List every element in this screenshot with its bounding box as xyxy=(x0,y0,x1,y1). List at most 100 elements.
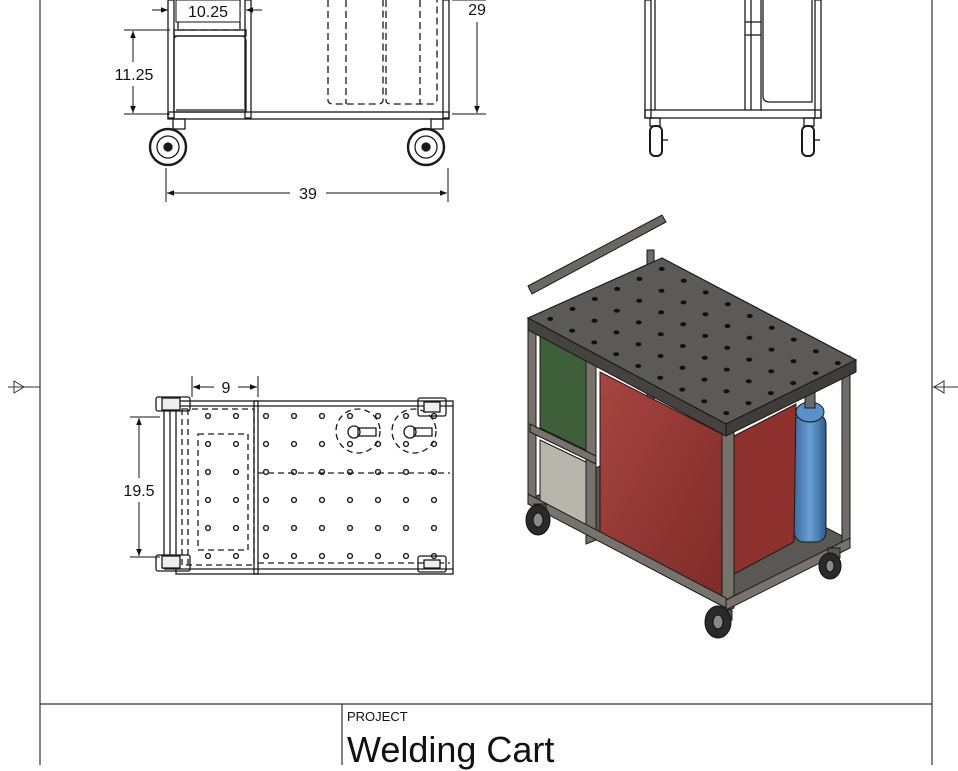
top-view-hole xyxy=(346,552,354,560)
top-view-hole xyxy=(430,440,438,448)
table-top-hole xyxy=(613,308,620,313)
table-top-hole xyxy=(812,349,819,354)
top-view-hole xyxy=(430,496,438,504)
table-top-hole xyxy=(680,278,687,283)
project-title: Welding Cart xyxy=(347,729,555,770)
top-view-hole xyxy=(290,468,298,476)
table-top-hole xyxy=(746,335,753,340)
top-view-hole xyxy=(204,552,212,560)
table-top-hole xyxy=(658,288,665,293)
top-view-hole xyxy=(318,524,326,532)
table-top-hole xyxy=(723,389,730,394)
top-view-hole xyxy=(290,496,298,504)
top-view-hole xyxy=(232,496,240,504)
top-view-hole xyxy=(318,552,326,560)
table-top-hole xyxy=(701,399,708,404)
front-view-dimensions xyxy=(124,0,486,202)
table-top-hole xyxy=(701,355,708,360)
table-top-hole xyxy=(657,354,664,358)
top-view-hole xyxy=(346,468,354,476)
top-view-hole xyxy=(402,524,410,532)
table-top-hole xyxy=(724,345,731,350)
caster-iso-front-right xyxy=(704,605,733,639)
top-view-hole xyxy=(374,552,382,560)
table-top-hole xyxy=(679,365,686,370)
top-view-hole xyxy=(204,468,212,476)
table-top-hole xyxy=(724,324,731,328)
caster-front-left xyxy=(148,118,188,167)
table-top-hole xyxy=(636,276,643,281)
table-top-hole-grid xyxy=(547,266,841,416)
table-top-hole xyxy=(723,367,730,372)
table-top-hole xyxy=(790,337,797,342)
top-view-hole xyxy=(402,496,410,504)
table-top-hole xyxy=(768,369,775,374)
cylinder-clamp-2 xyxy=(403,425,433,439)
top-view-hole xyxy=(346,412,354,420)
top-view-hole xyxy=(346,496,354,504)
table-top-hole xyxy=(702,334,709,338)
top-view-hole xyxy=(430,412,438,420)
caster-side-left xyxy=(649,117,668,157)
top-view-hole xyxy=(346,440,354,448)
table-top-hole xyxy=(702,312,709,317)
top-view-hole xyxy=(402,552,410,560)
caster-front-right xyxy=(406,118,446,167)
table-top-hole xyxy=(768,325,775,330)
top-view-hole xyxy=(374,412,382,420)
top-view-hole xyxy=(402,468,410,476)
table-top-hole xyxy=(679,387,686,392)
isometric-view xyxy=(525,214,858,639)
top-view-hole xyxy=(204,412,212,420)
top-view-hole xyxy=(402,440,410,448)
table-top-hole xyxy=(767,391,774,396)
table-top-hole xyxy=(569,328,576,333)
table-top-hole xyxy=(591,340,598,345)
caster-side-right xyxy=(801,117,820,157)
top-view-hole xyxy=(374,524,382,532)
table-top-hole xyxy=(790,381,797,386)
top-view-hole xyxy=(346,524,354,532)
top-view-hole xyxy=(204,440,212,448)
table-top-hole xyxy=(658,266,665,271)
top-view-hole xyxy=(232,552,240,560)
top-view-hole xyxy=(232,468,240,476)
table-top-hole xyxy=(834,361,841,366)
loose-flat-bar xyxy=(527,214,667,295)
dim-front-overall-width: 39 xyxy=(299,186,317,203)
top-view-hole xyxy=(318,496,326,504)
table-top-hole xyxy=(768,347,775,352)
top-view-hole-grid xyxy=(204,412,438,560)
gas-cylinder xyxy=(793,391,827,543)
table-top-hole xyxy=(723,411,730,416)
table-top-hole xyxy=(790,359,797,364)
top-view-hole xyxy=(430,468,438,476)
table-top-hole xyxy=(591,318,598,323)
table-top-hole xyxy=(614,286,621,291)
top-view-hole xyxy=(232,412,240,420)
top-view-hole xyxy=(262,496,270,504)
top-view-hole xyxy=(430,524,438,532)
top-view-dimensions xyxy=(130,376,259,558)
caster-iso-back-right xyxy=(818,547,842,580)
top-view-hole xyxy=(232,524,240,532)
top-view-hole xyxy=(262,440,270,448)
centering-mark-left xyxy=(8,380,40,394)
table-top-hole xyxy=(635,342,642,347)
table-top-hole xyxy=(636,298,643,303)
project-label: PROJECT xyxy=(347,709,408,724)
top-view-hole xyxy=(318,440,326,448)
top-view-hole xyxy=(262,412,270,420)
dim-top-width: 9 xyxy=(222,380,231,397)
top-view-hole xyxy=(430,552,438,560)
sheet-border xyxy=(39,0,933,765)
top-view-hole xyxy=(204,496,212,504)
table-top-hole xyxy=(812,371,819,376)
table-top-hole xyxy=(746,314,753,318)
table-top-hole xyxy=(701,377,708,382)
table-top-hole xyxy=(657,332,664,337)
table-top-hole xyxy=(635,320,642,325)
table-top-hole xyxy=(745,379,752,384)
cylinder-clamp-1 xyxy=(347,425,377,439)
